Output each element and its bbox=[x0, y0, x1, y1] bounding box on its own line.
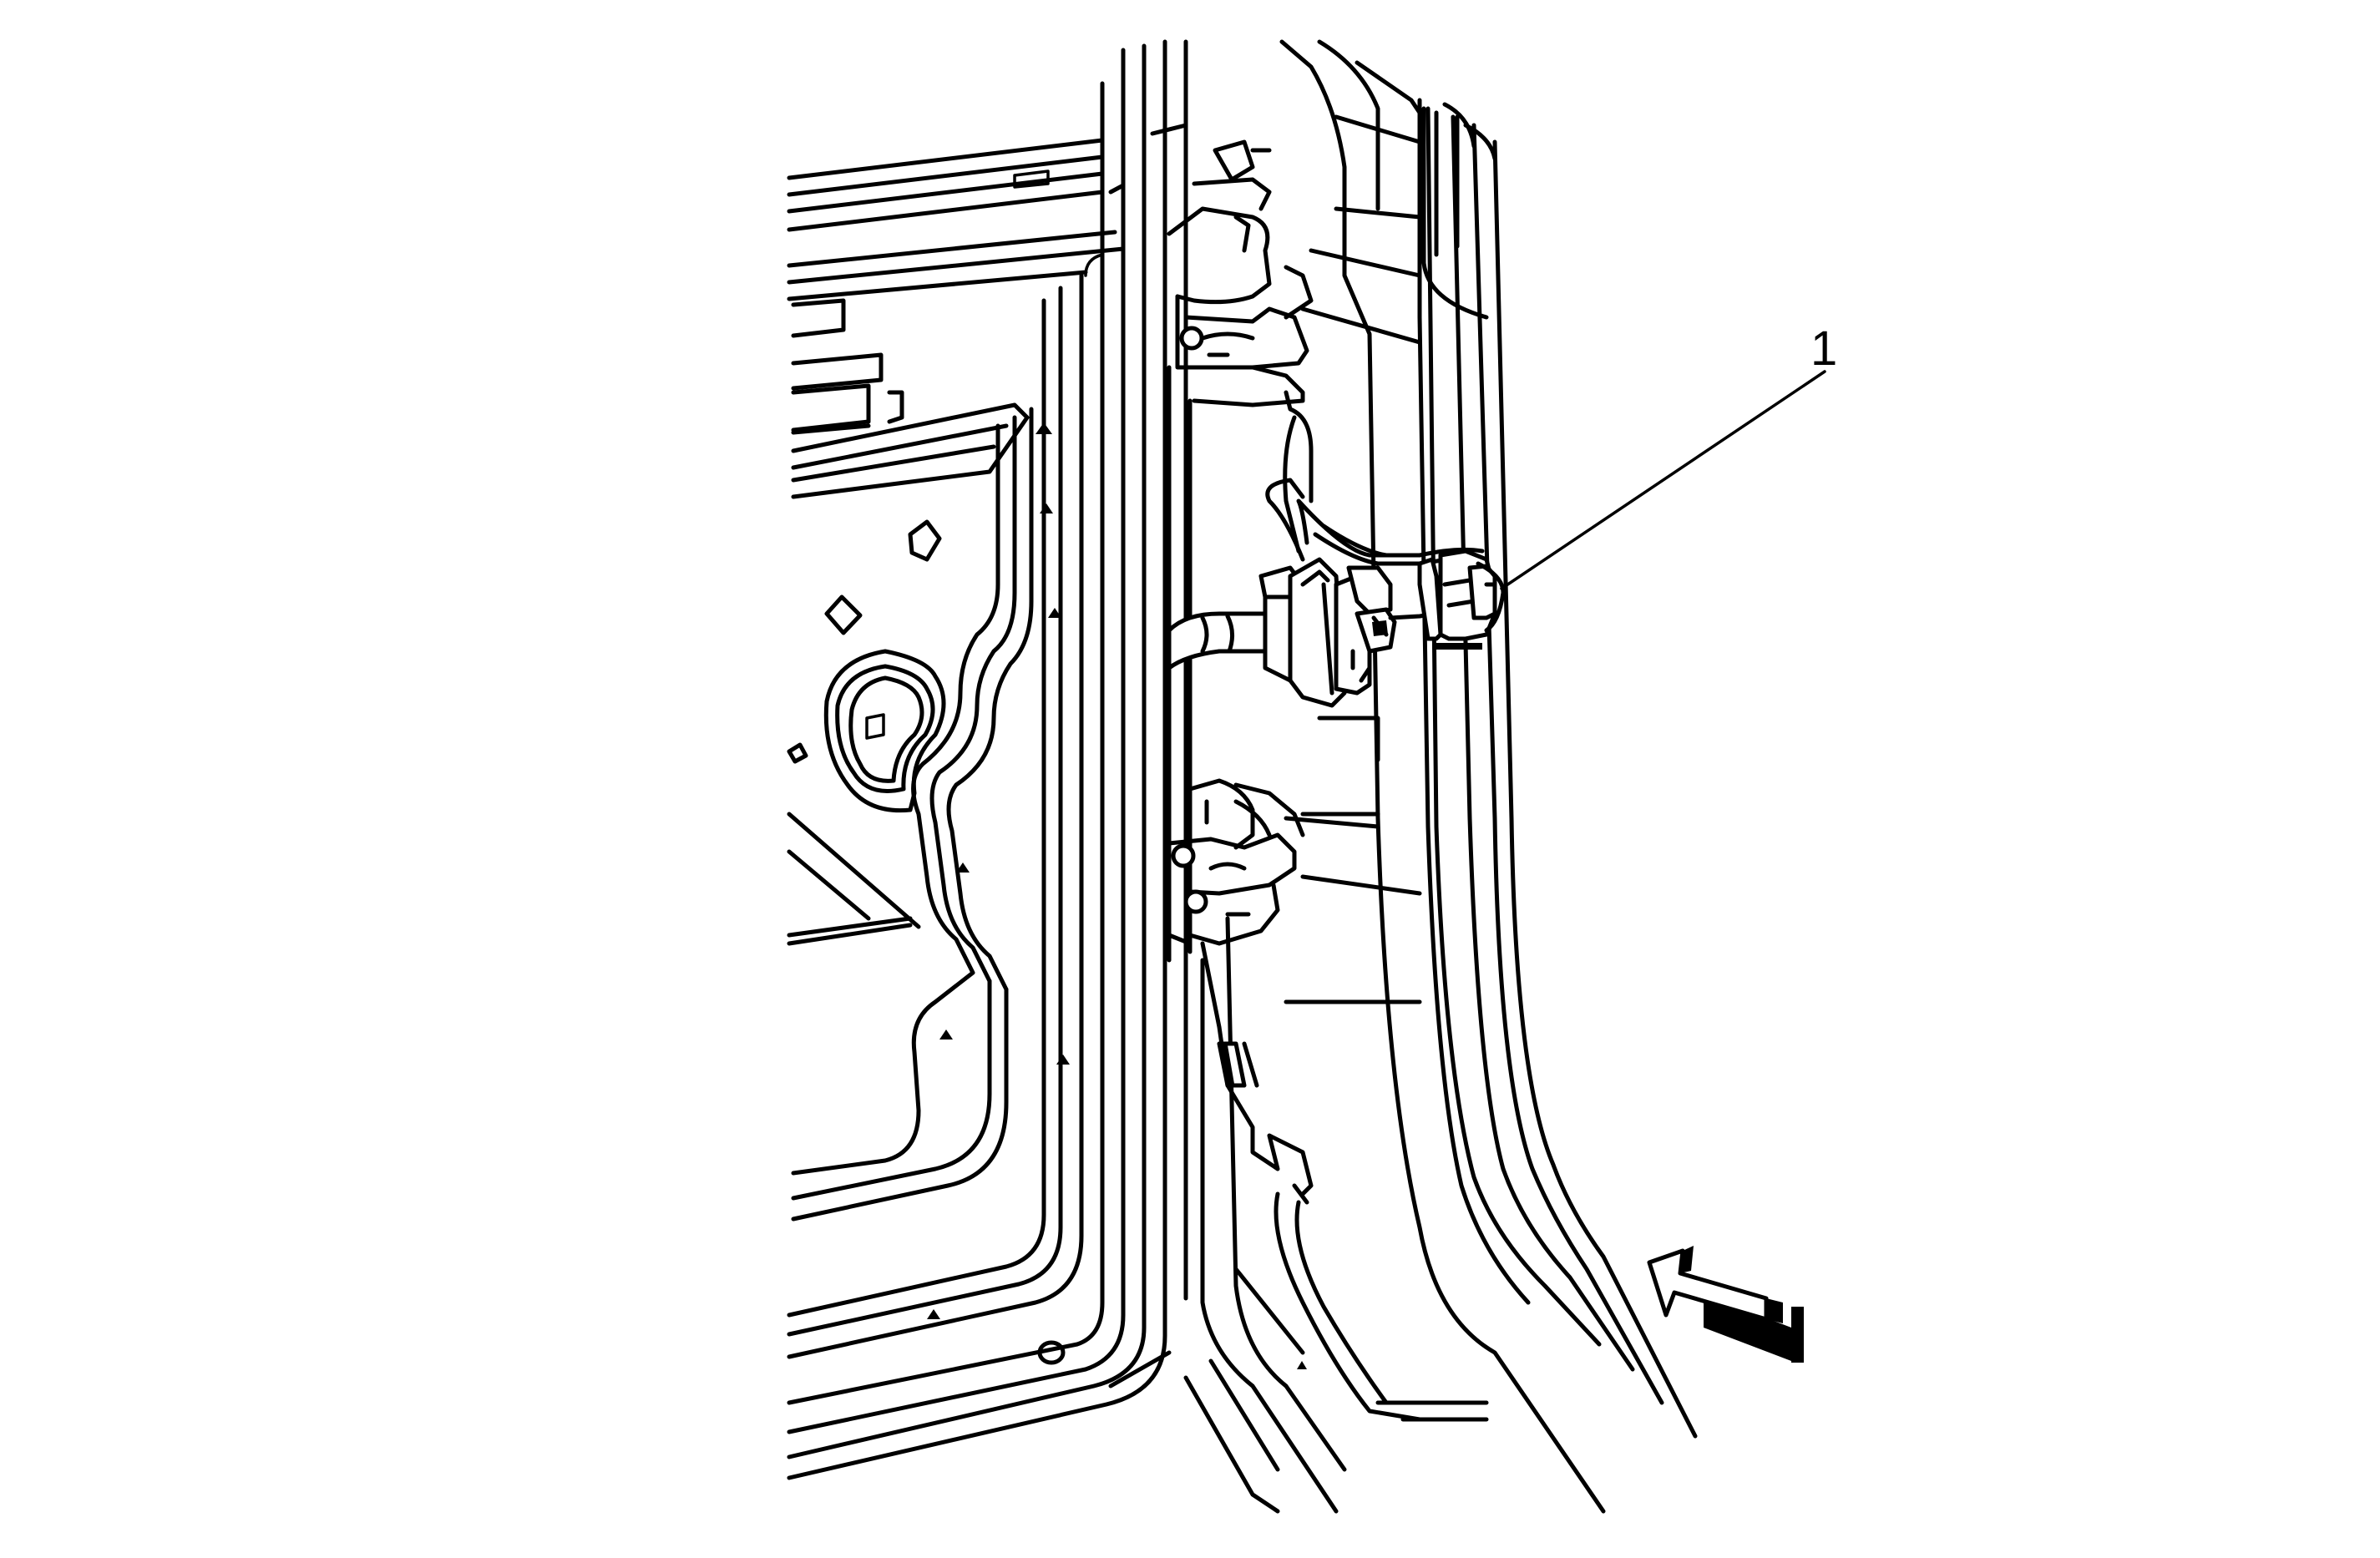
lower-hinge bbox=[1167, 778, 1305, 946]
mounting-point bbox=[1056, 1055, 1070, 1065]
callout-leader-line bbox=[1500, 370, 1826, 590]
mounting-point bbox=[1036, 422, 1052, 434]
pillar-lower bbox=[1183, 916, 1489, 1514]
panel-fasteners bbox=[787, 422, 1070, 1365]
door-inner-panel bbox=[791, 298, 1034, 1222]
mounting-point bbox=[1040, 503, 1053, 513]
view-direction-arrow-icon bbox=[1647, 1246, 1804, 1363]
pillar-outer-contours bbox=[1279, 39, 1698, 1514]
door-frame-outer bbox=[787, 39, 1188, 1480]
callout-label: 1 bbox=[1810, 321, 1837, 376]
upper-hinge bbox=[1167, 139, 1314, 963]
pillar-cutout bbox=[1200, 941, 1314, 1196]
door-panel bbox=[787, 39, 1188, 1480]
wiring-harness bbox=[1167, 478, 1506, 762]
speaker-boss bbox=[823, 649, 946, 813]
door-bottom bbox=[787, 812, 1172, 1389]
door-top-edge bbox=[787, 138, 1126, 301]
door-frame-inner bbox=[787, 253, 1104, 1359]
clip-hole bbox=[908, 519, 942, 562]
mounting-point bbox=[1048, 608, 1061, 618]
callout-1: 1 bbox=[1500, 321, 1837, 590]
mounting-point bbox=[939, 1029, 953, 1040]
body-pillar bbox=[1183, 39, 1698, 1514]
pillar-far-contours bbox=[1250, 106, 1489, 1004]
mounting-point bbox=[927, 1309, 940, 1319]
clip-hole bbox=[787, 742, 808, 764]
mounting-point bbox=[956, 862, 970, 873]
clip-hole bbox=[824, 594, 863, 635]
drain-hole bbox=[1037, 1340, 1066, 1365]
